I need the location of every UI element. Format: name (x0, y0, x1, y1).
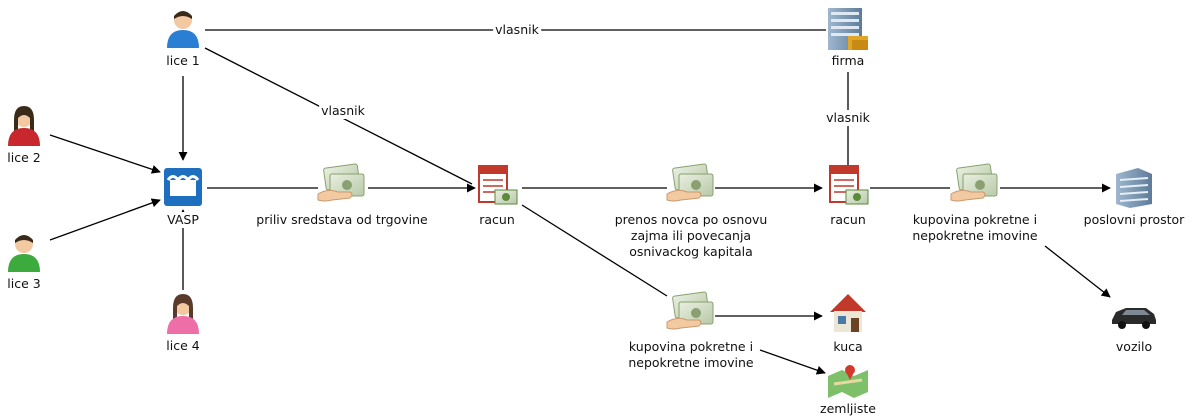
land-map-icon (828, 365, 868, 398)
label-lice4: lice 4 (164, 338, 202, 354)
edge-racun1-kupovina2 (521, 204, 668, 297)
label-kuca: kuca (831, 339, 865, 355)
label-priliv: priliv sredstava od trgovine (254, 212, 430, 228)
edge-label-lice1-firma: vlasnik (493, 22, 541, 38)
label-prenos: prenos novca po osnovu zajma ili povecan… (612, 212, 770, 260)
edge-kupovina1-vozilo (1044, 245, 1111, 298)
person-blue-icon (167, 11, 199, 48)
edge-lice3-vasp (49, 198, 161, 241)
edges (49, 29, 1111, 375)
label-poslovni: poslovni prostor (1081, 212, 1187, 228)
person-red-icon (8, 106, 40, 146)
edge-label-lice1-racun: vlasnik (319, 103, 367, 119)
label-firma: firma (829, 53, 867, 69)
label-racun1: racun (477, 212, 517, 228)
account-ledger-icon (478, 165, 518, 205)
label-zemljiste: zemljiste (818, 401, 878, 417)
label-kupovina1: kupovina pokretne i nepokretne imovine (910, 212, 1040, 244)
money-transfer-icon (666, 163, 714, 202)
person-green-icon (8, 235, 40, 272)
account-ledger-icon (829, 165, 869, 205)
label-vasp: VASP (165, 212, 201, 228)
label-lice2: lice 2 (5, 150, 43, 166)
edge-label-firma-racun: vlasnik (824, 110, 872, 126)
company-building-icon (828, 8, 868, 50)
car-icon (1112, 308, 1156, 329)
money-transfer-icon (950, 163, 998, 202)
label-racun2: racun (828, 212, 868, 228)
vasp-exchange-icon (164, 168, 202, 206)
label-lice1: lice 1 (164, 53, 202, 69)
house-icon (830, 294, 866, 332)
label-vozilo: vozilo (1113, 339, 1155, 355)
office-building-icon (1116, 168, 1152, 208)
person-pink-icon (167, 294, 199, 334)
label-lice3: lice 3 (5, 276, 43, 292)
money-transfer-icon (317, 163, 365, 202)
edge-kupovina2-zemljiste (759, 349, 826, 375)
money-transfer-icon (666, 291, 714, 330)
label-kupovina2: kupovina pokretne i nepokretne imovine (626, 339, 756, 371)
edge-lice2-vasp (49, 134, 161, 174)
